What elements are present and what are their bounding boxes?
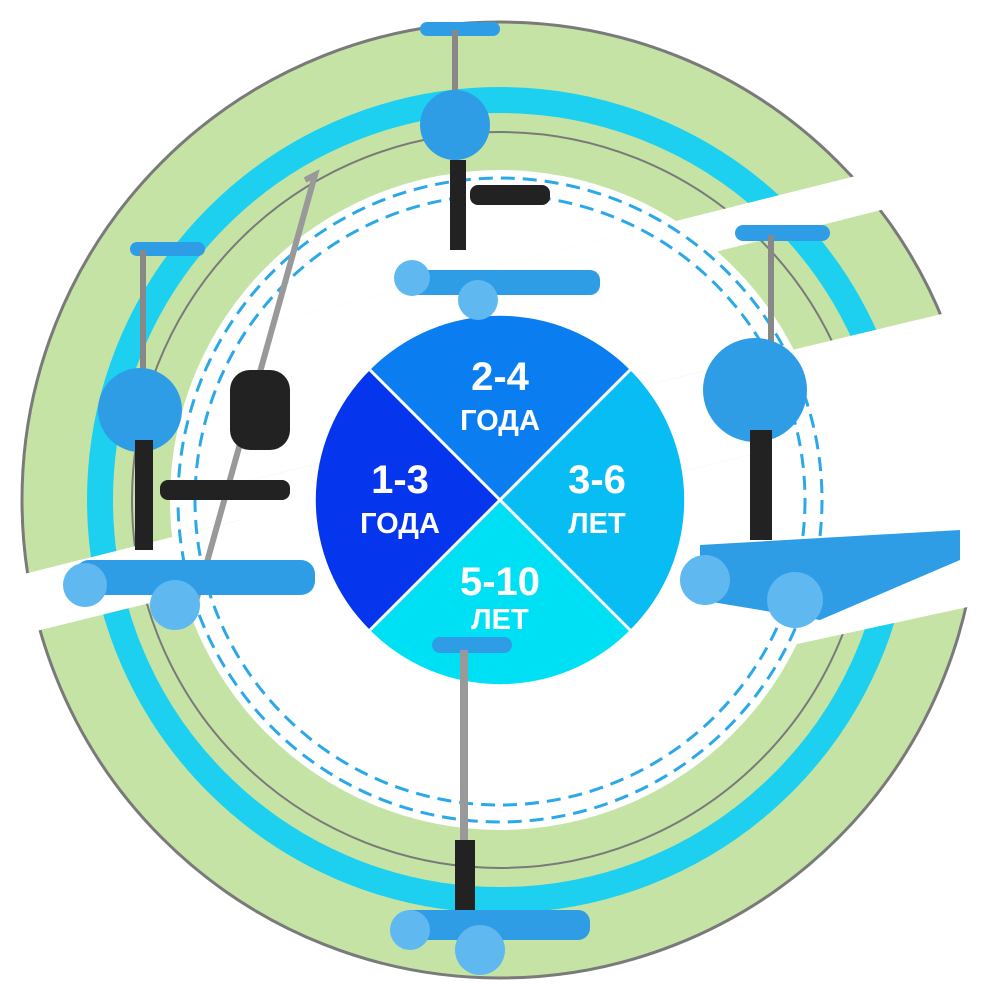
segment-3-6 <box>500 370 685 630</box>
age-unit: ЛЕТ <box>568 508 626 540</box>
segment-1-3 <box>315 370 500 630</box>
age-range: 3-6 <box>568 458 626 502</box>
label-2-4: 2-4 ГОДА <box>420 357 580 436</box>
age-pie <box>315 315 685 685</box>
age-range: 2-4 <box>471 355 529 399</box>
scooter-bottom <box>390 637 590 975</box>
segment-2-4 <box>370 315 630 500</box>
age-unit: ЛЕТ <box>471 604 529 636</box>
label-3-6: 3-6 ЛЕТ <box>517 460 677 539</box>
age-unit: ГОДА <box>360 508 440 540</box>
age-unit: ГОДА <box>460 405 540 437</box>
scooter-left <box>63 169 320 630</box>
scooter-top <box>394 22 600 320</box>
label-1-3: 1-3 ГОДА <box>320 460 480 539</box>
age-range: 5-10 <box>459 560 541 604</box>
dashed-circle-outer <box>176 176 824 824</box>
label-5-10: 5-10 ЛЕТ <box>420 562 580 635</box>
segment-5-10 <box>370 500 630 685</box>
scooter-right <box>680 225 960 628</box>
age-range: 1-3 <box>371 458 429 502</box>
